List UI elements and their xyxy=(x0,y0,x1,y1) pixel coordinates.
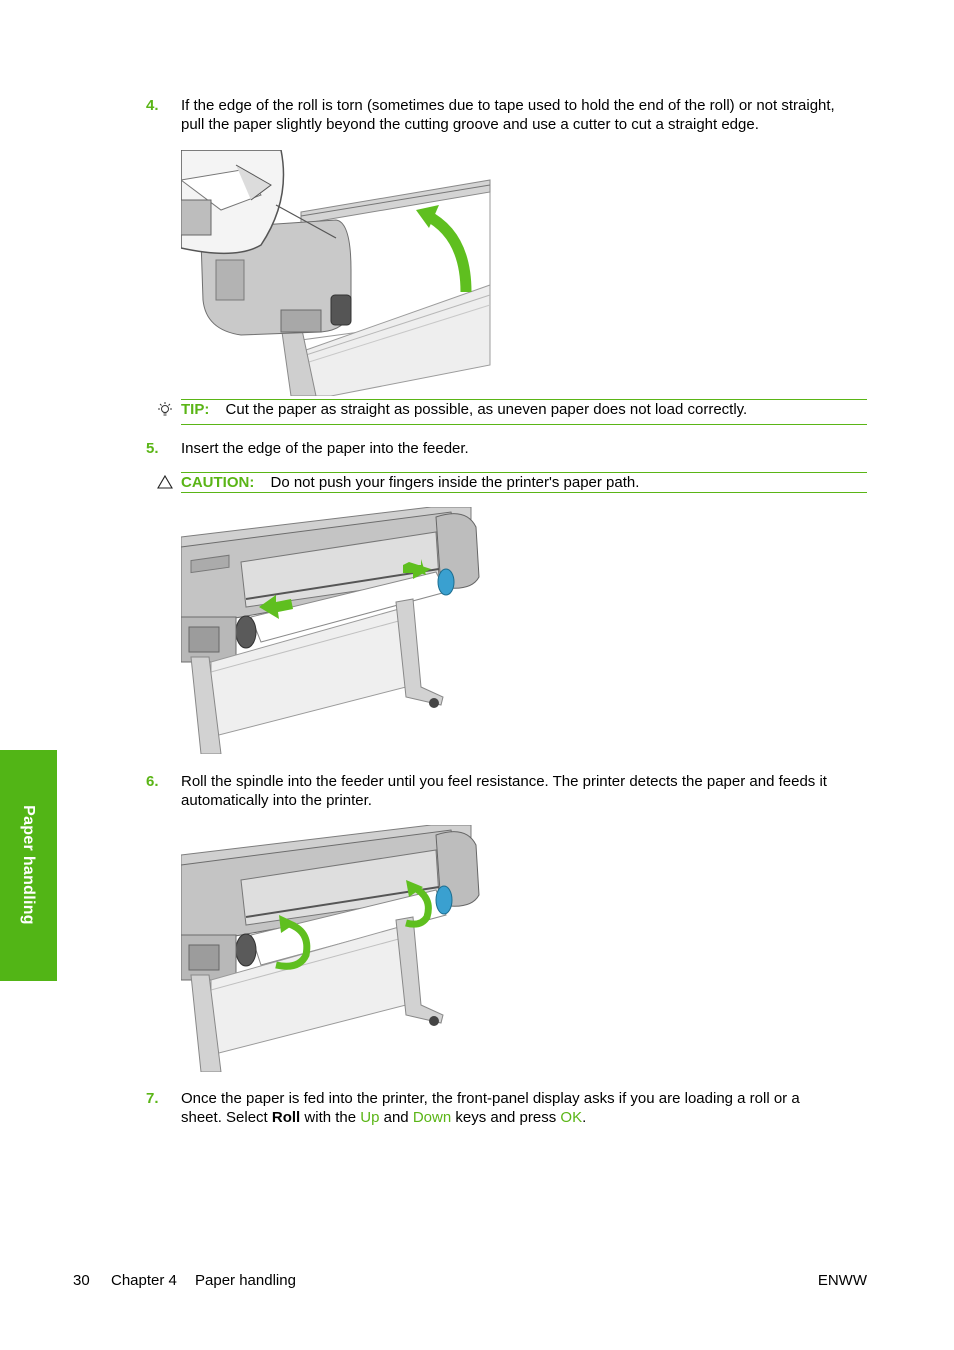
step-4-line-2: pull the paper slightly beyond the cutti… xyxy=(181,116,759,133)
step-7-text: Once the paper is fed into the printer, … xyxy=(181,1089,881,1127)
warning-triangle-icon xyxy=(156,474,174,490)
step-6-number: 6. xyxy=(146,773,159,790)
tip-note: TIP: Cut the paper as straight as possib… xyxy=(181,401,747,418)
step-6-text: Roll the spindle into the feeder until y… xyxy=(181,772,881,810)
step-4-line-1: If the edge of the roll is torn (sometim… xyxy=(181,97,835,114)
footer-section: Paper handling xyxy=(195,1272,296,1289)
tip-text: Cut the paper as straight as possible, a… xyxy=(225,401,748,418)
step-4-number: 4. xyxy=(146,97,159,114)
step-7-mid1: with the xyxy=(300,1109,361,1126)
printer-roll-illustration xyxy=(181,825,480,1072)
figure-cut-paper-edge xyxy=(181,150,491,396)
printer-cut-illustration xyxy=(181,150,491,396)
ok-key-label: OK xyxy=(560,1109,583,1126)
step-7-line-1: Once the paper is fed into the printer, … xyxy=(181,1090,800,1107)
tip-label: TIP: xyxy=(181,401,210,418)
up-key-label: Up xyxy=(360,1109,380,1126)
lightbulb-icon xyxy=(156,401,174,419)
footer-enww: ENWW xyxy=(817,1272,867,1289)
step-6-line-2: automatically into the printer. xyxy=(181,792,372,809)
caution-top-rule xyxy=(181,472,867,473)
printer-insert-illustration xyxy=(181,507,480,754)
step-7-line-2: sheet. Select Roll with the Up and Down … xyxy=(181,1108,881,1127)
tip-bottom-rule xyxy=(181,424,867,425)
chapter-side-tab-label: Paper handling xyxy=(20,805,37,925)
chapter-side-tab xyxy=(0,750,57,981)
figure-roll-spindle xyxy=(181,825,481,1072)
step-7-end: . xyxy=(582,1109,587,1126)
figure-insert-paper xyxy=(181,507,481,754)
roll-option: Roll xyxy=(271,1109,301,1126)
step-4-text: If the edge of the roll is torn (sometim… xyxy=(181,96,881,134)
footer-chapter: Chapter 4 xyxy=(111,1272,177,1289)
step-6-line-1: Roll the spindle into the feeder until y… xyxy=(181,773,827,790)
step-7-mid3: keys and press xyxy=(451,1109,561,1126)
step-7-mid2: and xyxy=(379,1109,413,1126)
step-7-number: 7. xyxy=(146,1090,159,1107)
caution-label: CAUTION: xyxy=(181,474,255,491)
step-5-text: Insert the edge of the paper into the fe… xyxy=(181,440,469,457)
tip-top-rule xyxy=(181,399,867,400)
step-5-number: 5. xyxy=(146,440,159,457)
step-7-pre: sheet. Select xyxy=(181,1109,272,1126)
footer-page-number: 30 xyxy=(73,1272,90,1289)
down-key-label: Down xyxy=(412,1109,452,1126)
caution-note: CAUTION: Do not push your fingers inside… xyxy=(181,474,639,491)
caution-bottom-rule xyxy=(181,492,867,493)
caution-text: Do not push your fingers inside the prin… xyxy=(270,474,640,491)
